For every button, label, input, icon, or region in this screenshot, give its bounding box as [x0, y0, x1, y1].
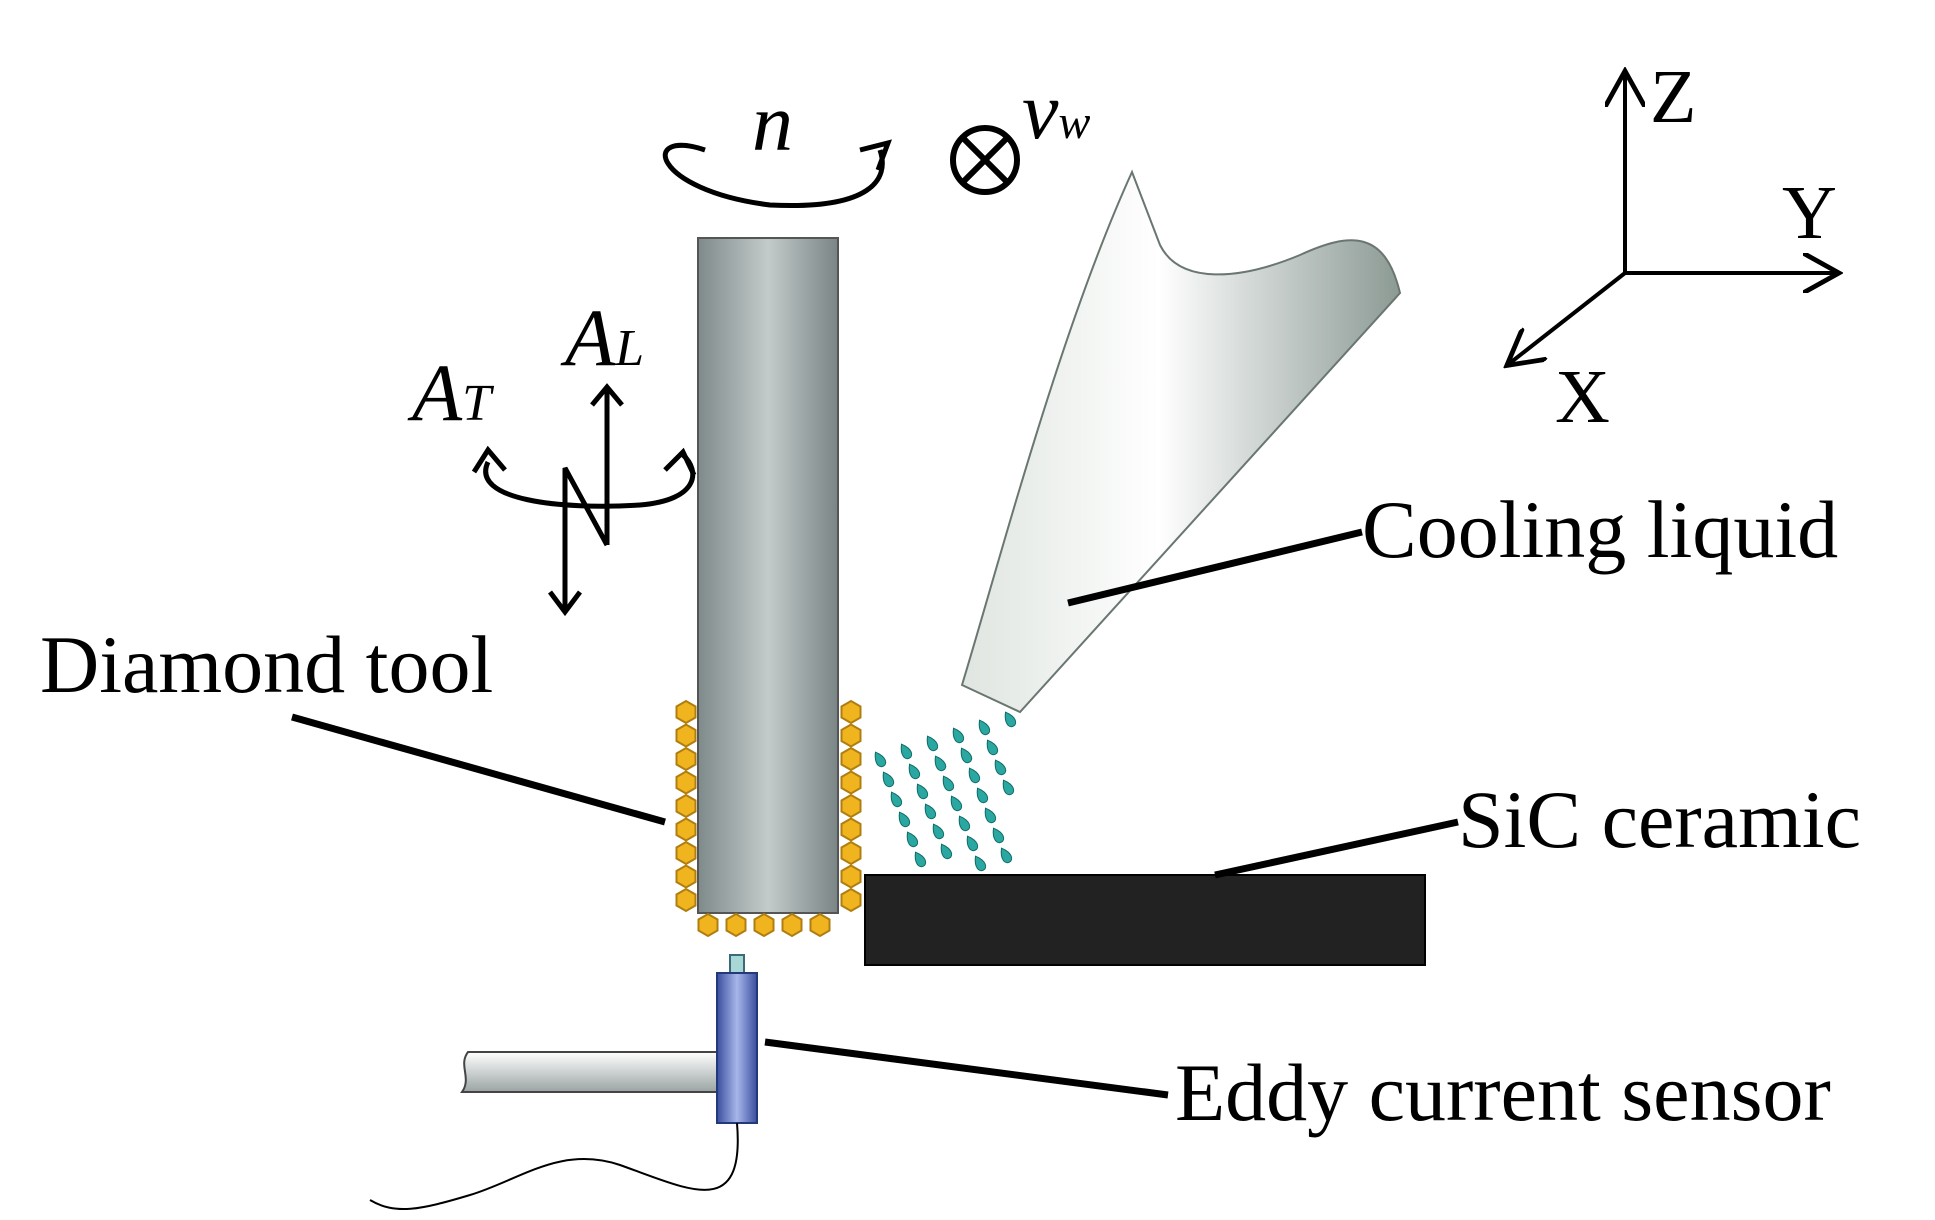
longitudinal-amplitude-label: AL — [560, 292, 644, 383]
coolant-droplet — [1000, 847, 1013, 864]
coolant-droplet — [924, 803, 937, 820]
coolant-droplet — [914, 851, 927, 868]
coolant-droplet — [1002, 779, 1015, 796]
coolant-droplet — [960, 747, 973, 764]
coolant-droplet — [890, 791, 903, 808]
coolant-droplet — [968, 767, 981, 784]
diamond-grit — [675, 699, 862, 938]
coolant-droplet — [952, 727, 965, 744]
coolant-droplet — [992, 827, 1005, 844]
x-axis-label: X — [1555, 355, 1610, 439]
grit-particle — [675, 840, 697, 866]
into-page-icon — [950, 125, 1020, 195]
grit-particle — [840, 864, 862, 889]
coolant-droplet — [958, 815, 971, 832]
grit-particle — [840, 887, 862, 913]
sic-ceramic-label: SiC ceramic — [1458, 774, 1861, 865]
sic-ceramic-workpiece — [864, 874, 1426, 966]
grit-particle — [840, 770, 862, 795]
grit-particle — [725, 912, 747, 938]
grit-particle — [675, 887, 697, 913]
grit-particle — [675, 817, 697, 842]
diamond-tool-label: Diamond tool — [40, 619, 493, 710]
rotation-indicator: n — [662, 77, 892, 209]
tool-shaft — [697, 237, 839, 914]
coolant-droplet — [898, 811, 911, 828]
z-axis-label: Z — [1650, 55, 1696, 139]
grit-particle — [675, 746, 697, 772]
eddy-current-sensor — [369, 954, 758, 1210]
grit-particle — [781, 912, 803, 938]
eddy-current-sensor-label: Eddy current sensor — [1175, 1047, 1831, 1138]
feed-direction: vw — [950, 65, 1090, 195]
coolant-droplet — [906, 831, 919, 848]
coolant-droplet — [882, 771, 895, 788]
coolant-droplet — [874, 751, 887, 768]
coolant-droplet — [976, 787, 989, 804]
grit-particle — [675, 699, 697, 725]
feed-label: vw — [1022, 65, 1090, 156]
grit-particle — [675, 793, 697, 819]
coolant-droplet — [926, 735, 939, 752]
coolant-droplet — [940, 843, 953, 860]
coolant-droplets — [874, 711, 1017, 872]
sensor-probe — [716, 972, 758, 1124]
grit-particle — [697, 912, 719, 938]
coolant-droplet — [986, 739, 999, 756]
sensor-cable — [369, 1122, 739, 1210]
coolant-nozzle — [960, 169, 1402, 714]
coolant-droplet — [966, 835, 979, 852]
grit-particle — [840, 840, 862, 866]
coolant-droplet — [916, 783, 929, 800]
coolant-droplet — [978, 719, 991, 736]
grit-particle — [809, 912, 831, 938]
coolant-droplet — [984, 807, 997, 824]
coordinate-axes: Z Y X — [1510, 55, 1837, 439]
grit-particle — [675, 723, 697, 748]
grit-particle — [675, 770, 697, 795]
grit-particle — [840, 817, 862, 842]
coolant-droplet — [950, 795, 963, 812]
coolant-droplet — [932, 823, 945, 840]
grit-particle — [840, 699, 862, 725]
y-axis-label: Y — [1782, 171, 1837, 255]
x-axis-arrow — [1510, 271, 1627, 363]
sensor-arm — [460, 1051, 719, 1093]
coolant-droplet — [1004, 711, 1017, 728]
coolant-droplet — [974, 855, 987, 872]
grit-particle — [675, 864, 697, 889]
grit-particle — [840, 793, 862, 819]
torsional-amplitude-label: AT — [407, 347, 494, 438]
coolant-droplet — [934, 755, 947, 772]
coolant-droplet — [908, 763, 921, 780]
vibration-indicator: AL AT — [407, 292, 697, 617]
coolant-droplet — [942, 775, 955, 792]
coolant-droplet — [900, 743, 913, 760]
grit-particle — [753, 912, 775, 938]
coolant-droplet — [994, 759, 1007, 776]
rotation-label: n — [752, 77, 793, 168]
cooling-liquid-label: Cooling liquid — [1362, 484, 1838, 575]
grit-particle — [840, 746, 862, 772]
grit-particle — [840, 723, 862, 748]
